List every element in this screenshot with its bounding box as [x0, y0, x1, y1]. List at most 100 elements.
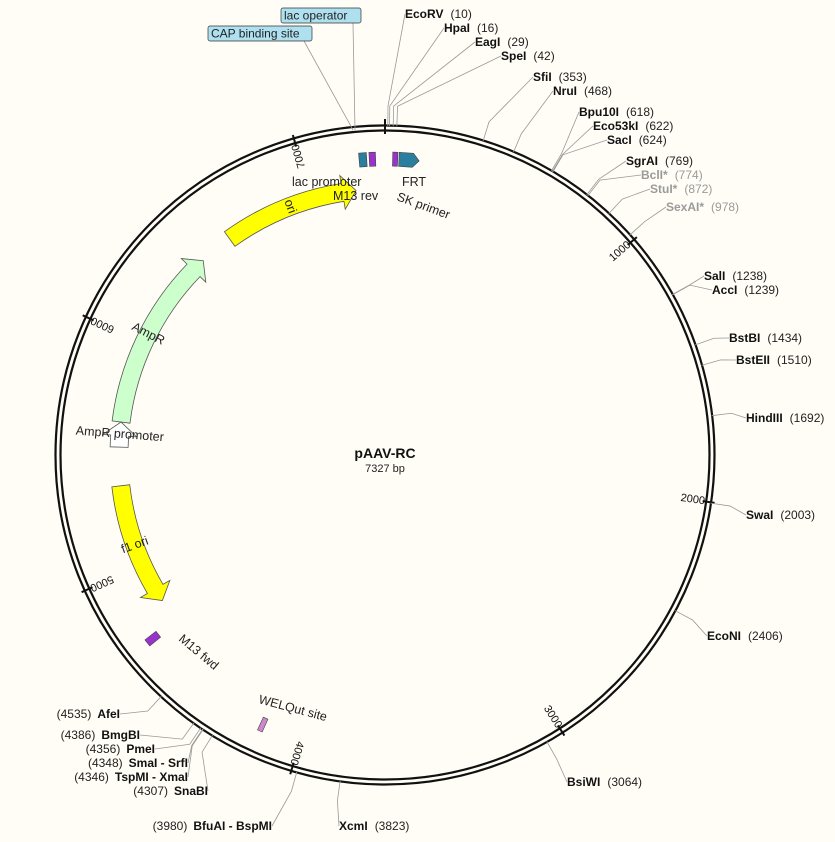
tick-mark [291, 134, 298, 147]
site-name: SmaI - SrfI [129, 756, 188, 770]
site-label: SacI(624) [607, 133, 667, 147]
site-leader-line [710, 502, 747, 516]
feature-f1-ori [111, 484, 171, 602]
site-position: (10) [450, 7, 471, 21]
boxed-label-bg [280, 7, 362, 24]
feature-m13-fwd [144, 630, 162, 647]
site-label: BclI* (774) [641, 168, 703, 182]
boxed-leader-line [303, 40, 354, 131]
site-position: (2406) [748, 629, 783, 643]
site-label: BsiWI(3064) [567, 775, 642, 789]
site-leader-line [337, 780, 341, 827]
site-leader-line [672, 275, 705, 295]
site-label: AfeI (4535) [57, 707, 120, 721]
site-position: (16) [477, 21, 498, 35]
boxed-label-bg [207, 25, 313, 42]
boxed-leader-line [352, 22, 356, 131]
site-position: (978) [711, 200, 739, 214]
feature-label-m13-fwd: M13 fwd [176, 632, 221, 673]
site-leader-line [119, 696, 162, 715]
site-position: (622) [645, 119, 673, 133]
site-label: Eco53kI(622) [593, 119, 673, 133]
tick-mark [289, 762, 295, 775]
site-leader-line [701, 359, 737, 366]
site-name: SalI [704, 269, 725, 283]
feature-label-m13-rev: M13 rev [333, 189, 379, 203]
site-position: (3823) [375, 819, 410, 833]
site-position: (774) [675, 168, 703, 182]
tick-mark [557, 724, 566, 737]
site-label: BstEII(1510) [736, 353, 812, 367]
site-position: (2003) [780, 508, 815, 522]
site-leader-line [694, 337, 730, 346]
feature-welqut-site [257, 716, 269, 733]
site-leader-line [387, 13, 406, 127]
site-name: BstBI [729, 331, 760, 345]
feature-m13-rev [368, 151, 377, 167]
site-position: (353) [559, 70, 587, 84]
site-label: SpeI(42) [501, 49, 555, 63]
site-label: SmaI - SrfI (4348) [88, 756, 188, 770]
feature-label: AmpR promoter [75, 423, 164, 444]
site-name: SpeI [501, 49, 526, 63]
site-label: SwaI(2003) [746, 508, 815, 522]
site-leader-line [392, 41, 476, 127]
feature-label-sk-primer: SK primer [395, 190, 452, 222]
feature-lac-promoter [358, 152, 368, 168]
site-name: Bpu10I [579, 105, 619, 119]
site-position: (4386) [61, 728, 96, 742]
feature-sk-primer [392, 151, 399, 167]
site-label: NruI (468) [553, 84, 612, 98]
site-position: (1239) [744, 283, 779, 297]
plasmid-length: 7327 bp [365, 463, 405, 475]
site-name: AfeI [97, 707, 120, 721]
site-leader-line [711, 412, 747, 419]
site-name: EcoNI [707, 629, 741, 643]
site-name: SacI [607, 133, 632, 147]
site-leader-line [586, 160, 627, 196]
site-label: PmeI(4356) [86, 742, 155, 756]
site-label: BstBI(1434) [729, 331, 802, 345]
site-label: SfiI(353) [533, 70, 587, 84]
site-label: SnaBI(4307) [133, 784, 208, 798]
site-name: SgrAI [626, 154, 658, 168]
site-position: (872) [684, 182, 712, 196]
site-position: (3980) [153, 819, 188, 833]
tick-mark [82, 314, 95, 322]
restriction-sites: EcoRV(10)HpaI(16)EagI(29)SpeI(42)SfiI(35… [57, 7, 825, 833]
site-label: SexAI*(978) [666, 200, 739, 214]
feature-label-lac-promoter: lac promoter [292, 175, 361, 189]
site-label: SalI (1238) [704, 269, 767, 283]
site-position: (4348) [88, 756, 123, 770]
site-position: (4535) [57, 707, 92, 721]
site-label: EcoRV(10) [405, 7, 472, 21]
site-leader-line [608, 188, 651, 215]
tick-mark [627, 236, 638, 246]
site-name: BfuAI - BspMI [193, 819, 272, 833]
site-position: (1510) [777, 353, 812, 367]
boxed-label: CAP binding site [211, 27, 300, 41]
tick-label: 4000 [287, 740, 305, 767]
site-position: (468) [584, 84, 612, 98]
site-name: XcmI [339, 819, 368, 833]
tick-label: 3000 [541, 703, 564, 730]
tick-label: 2000 [680, 492, 706, 507]
site-name: AccI [712, 283, 737, 297]
tick-mark [81, 586, 93, 594]
site-name: TspMI - XmaI [115, 770, 188, 784]
plasmid-center-info: pAAV-RC 7327 bp [354, 445, 415, 475]
site-name: BclI* [641, 168, 668, 182]
site-leader-line [513, 90, 554, 153]
feature-ampr [111, 258, 207, 424]
site-leader-line [546, 741, 568, 783]
site-leader-line [672, 284, 713, 296]
site-label: HpaI(16) [444, 21, 498, 35]
site-position: (1238) [732, 269, 767, 283]
site-position: (3064) [607, 775, 642, 789]
site-name: NruI [553, 84, 577, 98]
site-position: (1692) [790, 411, 825, 425]
